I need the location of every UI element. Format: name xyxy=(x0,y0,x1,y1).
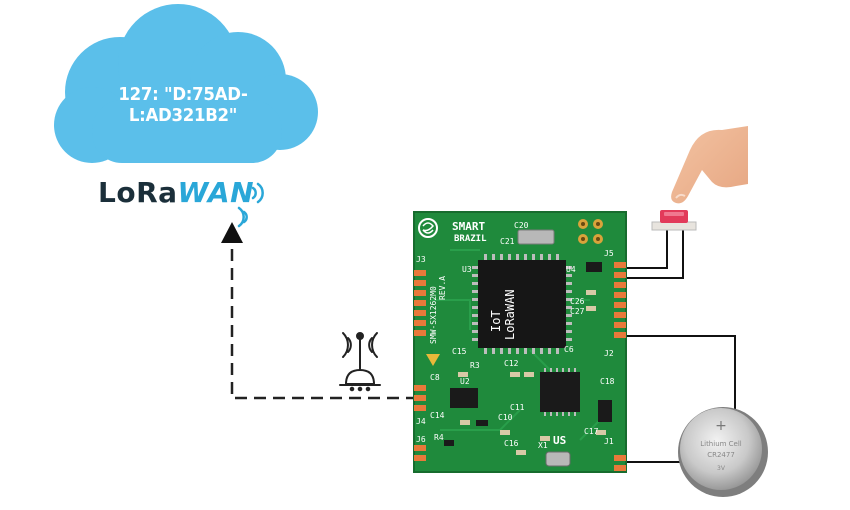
board-label-c6: C6 xyxy=(564,345,574,354)
board-label-x1: X1 xyxy=(538,441,548,450)
left-pins xyxy=(414,270,426,461)
logo-lora: LoRa xyxy=(98,176,178,209)
board-label-c11: C11 xyxy=(510,403,525,412)
lorawan-logo: LoRaWAN xyxy=(98,176,254,209)
battery-line3: 3V xyxy=(717,465,726,472)
arrow-up-icon xyxy=(221,222,243,243)
board-label-c15: C15 xyxy=(452,347,467,356)
board-label-c17: C17 xyxy=(584,427,599,436)
cloud-shape xyxy=(54,4,318,163)
board-label-c21: C21 xyxy=(500,237,515,246)
secondary-chip xyxy=(540,368,580,416)
board-label-c27: C27 xyxy=(570,307,585,316)
right-pins xyxy=(614,262,626,471)
board-label-c14: C14 xyxy=(430,411,445,420)
chip-label-line2: LoRaWAN xyxy=(503,289,517,340)
push-button[interactable] xyxy=(651,210,697,231)
board-label-c26: C26 xyxy=(570,297,585,306)
antenna-icon xyxy=(339,332,381,392)
board-label-r4: R4 xyxy=(434,433,444,442)
board-label-c18: C18 xyxy=(600,377,615,386)
wires xyxy=(625,228,736,463)
header-holes xyxy=(578,219,603,244)
ul-mark: US xyxy=(553,434,566,447)
board-label-c20: C20 xyxy=(514,221,529,230)
board-label-j2: J2 xyxy=(604,349,614,358)
lora-signal-icon xyxy=(237,182,264,228)
board-label-c10: C10 xyxy=(498,413,513,422)
board-label-c8: C8 xyxy=(430,373,440,382)
brand-line1: SMART xyxy=(452,220,485,233)
board-label-u4: U4 xyxy=(566,265,576,274)
pcb-board: SMART BRAZIL IoT LoRaWAN SMW-SX1262M0 RE… xyxy=(413,211,627,473)
finger-icon xyxy=(671,126,748,204)
board-label-u3: U3 xyxy=(462,265,472,274)
battery-line1: Lithium Cell xyxy=(700,440,742,448)
battery-plus: + xyxy=(715,418,727,434)
logo-wan: WAN xyxy=(177,176,255,209)
board-label-j5: J5 xyxy=(604,249,614,258)
main-chip xyxy=(472,254,572,354)
board-label-j4: J4 xyxy=(416,417,426,426)
brand-line2: BRAZIL xyxy=(454,234,487,244)
cloud-message: 127: "D:75AD-L:AD321B2" xyxy=(118,84,248,126)
board-label-r3: R3 xyxy=(470,361,480,370)
board-label-c16: C16 xyxy=(504,439,519,448)
board-label-j6: J6 xyxy=(416,435,426,444)
model-label: SMW-SX1262M0 xyxy=(429,286,438,344)
rev-label: REV.A xyxy=(438,276,447,300)
battery-line2: CR2477 xyxy=(707,451,735,459)
chip-label-line1: IoT xyxy=(489,310,503,332)
uplink-path xyxy=(221,222,418,400)
board-label-c12: C12 xyxy=(504,359,519,368)
board-label-j1: J1 xyxy=(604,437,614,446)
board-label-u2: U2 xyxy=(460,377,470,386)
coin-battery: + Lithium Cell CR2477 3V xyxy=(678,407,768,497)
board-label-j3: J3 xyxy=(416,255,426,264)
